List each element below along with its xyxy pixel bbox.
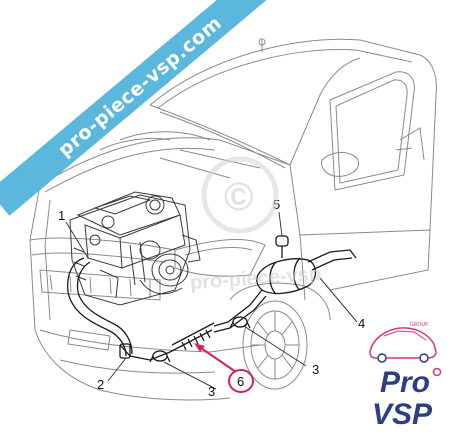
part-3-clamp-front (149, 350, 171, 363)
svg-text:pro-piece-vsp: pro-piece-vsp (189, 263, 321, 294)
engine-block (69, 191, 201, 306)
leader-lines (65, 211, 358, 390)
callout-3-front: 3 (208, 384, 215, 399)
brand-logo: GROUP Pro VSP (369, 322, 442, 431)
highlight-arrow (194, 343, 237, 373)
center-watermark: © pro-piece-vsp (189, 156, 322, 294)
part-1-manifold-downpipe-inner (76, 261, 133, 355)
svg-text:©: © (224, 175, 253, 219)
part-6-flex-pipe (169, 322, 215, 353)
logo-car-icon (369, 327, 437, 359)
part-5-rubber-hanger (275, 235, 289, 258)
part-4-rear-silencer (256, 249, 357, 295)
callout-1: 1 (58, 208, 65, 223)
logo-tagline: GROUP (410, 322, 429, 328)
highlight-circle (228, 369, 254, 393)
part-2-front-pipe (119, 344, 171, 361)
part-2-pipe-clamp (119, 343, 131, 359)
callout-6: 6 (237, 374, 244, 389)
logo-line-1: Pro (380, 366, 430, 399)
callout-4: 4 (358, 316, 365, 331)
callout-2: 2 (97, 377, 104, 392)
vehicle-body-outline (29, 38, 437, 401)
logo-line-2: VSP (372, 398, 433, 431)
callout-3-rear: 3 (312, 362, 319, 377)
mid-pipe (213, 289, 263, 327)
part-1-manifold-downpipe (66, 257, 127, 357)
